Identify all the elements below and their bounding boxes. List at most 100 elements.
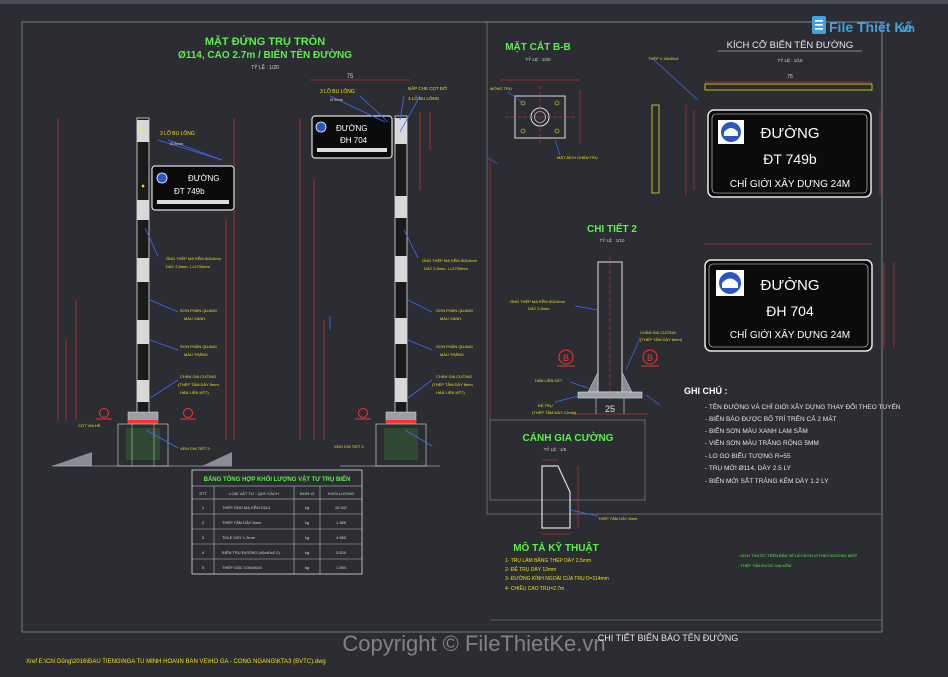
left-stiffener-sub2: HÀN LIÊN KẾT) [180,390,209,395]
svg-text:THÉP TẤM DÀY 6mm: THÉP TẤM DÀY 6mm [222,520,262,525]
table-row: 4 BIÊN TRỤ ĐƯỜNG (40x40x2.2) kg 3.520 [202,550,347,555]
top-bar [0,0,948,4]
detail2-dim: 25 [605,404,615,414]
table-title: BẢNG TỔNG HỢP KHỐI LƯỢNG VẬT TƯ TRỤ BIỂN [204,476,351,483]
table-header-stt: STT [199,491,207,496]
table-row: 5 THÉP GÓC V30x30x3 kg 1.564 [202,565,347,570]
small-sign-dh704: ĐƯỜNG ĐH 704 [311,115,393,159]
bottom-title: CHI TIẾT BIỂN BÁO TÊN ĐƯỜNG [598,632,738,643]
sign-sizes-title: KÍCH CỠ BIỂN TÊN ĐƯỜNG [727,39,854,51]
middle-paint-blue: SƠN PHẢN QUANG [436,308,473,313]
notes-item-2: - BIỂN BÁO ĐƯỢC BỐ TRÍ TRÊN CẢ 2 MẶT [705,413,837,423]
svg-text:kg: kg [305,565,309,570]
tech-desc-item-4: 4- CHIỀU CAO TRỤ=2.7m [505,585,564,592]
stiffener-scale: TỶ LỆ : 1/5 [544,445,567,452]
middle-bolt-note: 3 LỖ BU LÔNG [320,88,355,95]
svg-text:2: 2 [202,520,205,525]
svg-text:15.347: 15.347 [335,505,348,510]
section-bb-pipe-label: MÓNG TRỤ [490,86,512,91]
table-row: 1 THÉP ỐNG MẠ KẼM D114 kg 15.347 [202,505,348,510]
marker-a-left [96,408,112,420]
large-sign-1-road: ĐƯỜNG [760,125,819,142]
svg-text:B: B [563,353,569,363]
left-bolt-sub: Ø 8mm [170,141,184,146]
large-sign-2-boundary: CHỈ GIỚI XÂY DỰNG 24M [730,328,850,341]
right-panel-frame [486,21,883,515]
stiffener-label: THÉP TẤM DÀY 6mm [598,516,638,521]
section-bb-scale: TỶ LỆ : 1/20 [525,55,551,62]
stiffener-frame [489,419,646,501]
left-stiffener: CHÂN GIA CƯỜNG [180,374,216,379]
table-header-qty: KHỐI LƯỢNG [328,491,354,496]
left-paint-blue: SƠN PHẢN QUANG [180,308,217,313]
middle-stiffener: CHÂN GIA CƯỜNG [436,374,472,379]
large-sign-2-road: ĐƯỜNG [760,277,819,294]
middle-stiffener-sub2: HÀN LIÊN KẾT) [436,390,465,395]
detail2-pipe-note: ỐNG THÉP MẠ KẼM Ø114mm [510,299,566,304]
logo-emblem-icon [315,121,327,133]
table-row: 2 THÉP TẤM DÀY 6mm kg 1.385 [202,520,347,525]
notes-item-6: - TRỤ MỚI Ø114, DÀY 2.5 LY [705,463,792,472]
middle-paint-blue-sub: MÀU XANH [440,316,461,321]
small-sign-1-road: ĐƯỜNG [188,174,219,183]
detail2-scale: TỶ LỆ : 1/10 [599,236,625,243]
svg-text:BIÊN TRỤ ĐƯỜNG (40x40x2.2): BIÊN TRỤ ĐƯỜNG (40x40x2.2) [222,550,280,555]
middle-paint-white: SƠN PHẢN QUANG [436,344,473,349]
sign-sizes-aux [487,59,895,420]
tech-desc-item-2: 2- ĐẾ TRỤ DÀY 12mm [505,566,556,573]
stiffener-drawing [541,459,599,535]
left-bolt-note: 3 LỖ BU LÔNG [160,130,195,137]
svg-text:kg: kg [305,505,309,510]
svg-text:5: 5 [202,565,205,570]
left-paint-white: SƠN PHẢN QUANG [180,344,217,349]
svg-text:4: 4 [202,550,205,555]
logo-brand: File Thiết Kế [829,19,912,35]
svg-text:3: 3 [202,535,205,540]
middle-stiffener-sub1: (THÉP TẤM DÀY 6mm [432,382,473,387]
site-logo[interactable]: File Thiết Kế .vn [812,16,915,35]
svg-text:1: 1 [202,505,205,510]
left-detail-ref: XEM CHI TIẾT 3 [180,446,210,451]
detail2-marker-right: B [641,349,659,367]
middle-paint-white-sub: MÀU TRẮNG [440,352,464,357]
notes-item-5: - LO GO BIỂU TƯỢNG R=55 [705,451,791,460]
marker-a-middle [355,408,371,420]
section-bb-drawing [500,79,581,156]
svg-text:1.564: 1.564 [336,565,347,570]
large-sign-dh704: ĐƯỜNG ĐH 704 CHỈ GIỚI XÂY DỰNG 24M [704,259,873,352]
detail2-stiff-sub: (THÉP TẤM DÀY 6mm) [640,337,683,342]
elevation-scale: TỶ LỆ : 1/20 [251,63,279,71]
elevation-title-1: MẶT ĐỨNG TRỤ TRÒN [205,35,325,48]
left-stiffener-sub1: (THÉP TẤM DÀY 6mm [178,382,219,387]
svg-text:THÉP ỐNG MẠ KẼM D114: THÉP ỐNG MẠ KẼM D114 [222,505,271,510]
cap-note: NẮP CHE CỌT ĐỠ [408,84,447,91]
copyright-watermark: Copyright © FileThietKe.vn [342,631,605,656]
small-sign-2-road: ĐƯỜNG [336,124,367,133]
svg-text:3.520: 3.520 [336,550,347,555]
notes-item-4: - VIỀN SƠN MÀU TRẮNG RỘNG 5MM [705,437,819,447]
middle-pipe-note: ỐNG THÉP MẠ KẼM Ø114mm [422,258,478,263]
middle-bolt-sub: Ø 8mm [330,97,344,102]
detail2-stiff-note: CHÂN GIA CƯỜNG [640,330,676,335]
svg-text:kg: kg [305,550,309,555]
sign-sizes-width-dim: 75 [787,74,793,80]
detail2-weld: HÀN LIÊN KẾT [535,378,563,383]
svg-text:B: B [647,353,653,363]
legend-item-2: - THÉP TẤM ĐƯỢC MẠ KẼM [738,563,791,568]
middle-bolt-note-2: 3 LỖ BU LÔNG [408,95,440,101]
middle-post [299,79,440,467]
left-paint-white-sub: MÀU TRẮNG [184,352,208,357]
legend-item-1: - KÍCH THƯỚC TRÊN BẢN VẼ LẤY ĐƠN VỊ THEO… [738,553,857,558]
stiffener-title: CÁNH GIA CƯỜNG [523,431,614,444]
left-leaders [144,139,223,449]
table-row: 3 TOLE DÀY 1.2mm kg 4.950 [202,535,347,540]
sign-sizes-scale: TỶ LỆ : 1/10 [777,56,803,63]
material-table: BẢNG TỔNG HỢP KHỐI LƯỢNG VẬT TƯ TRỤ BIỂN… [191,469,363,575]
large-sign-dt749b: ĐƯỜNG ĐT 749b CHỈ GIỚI XÂY DỰNG 24M [707,109,872,198]
small-sign-1-name: ĐT 749b [174,187,205,196]
small-sign-dt749b: ĐƯỜNG ĐT 749b [151,165,235,211]
detail2-pipe-sub: DÀY 2,5mm [528,306,550,311]
tech-desc-item-1: 1- TRỤ LÀM BẰNG THÉP DÀY 2.5mm [505,556,591,564]
section-bb-title: MẶT CẮT B-B [505,40,571,53]
notes-item-7: - BIỂN MỚI SẮT TRÁNG KẼM DÀY 1.2 LY [705,476,829,485]
